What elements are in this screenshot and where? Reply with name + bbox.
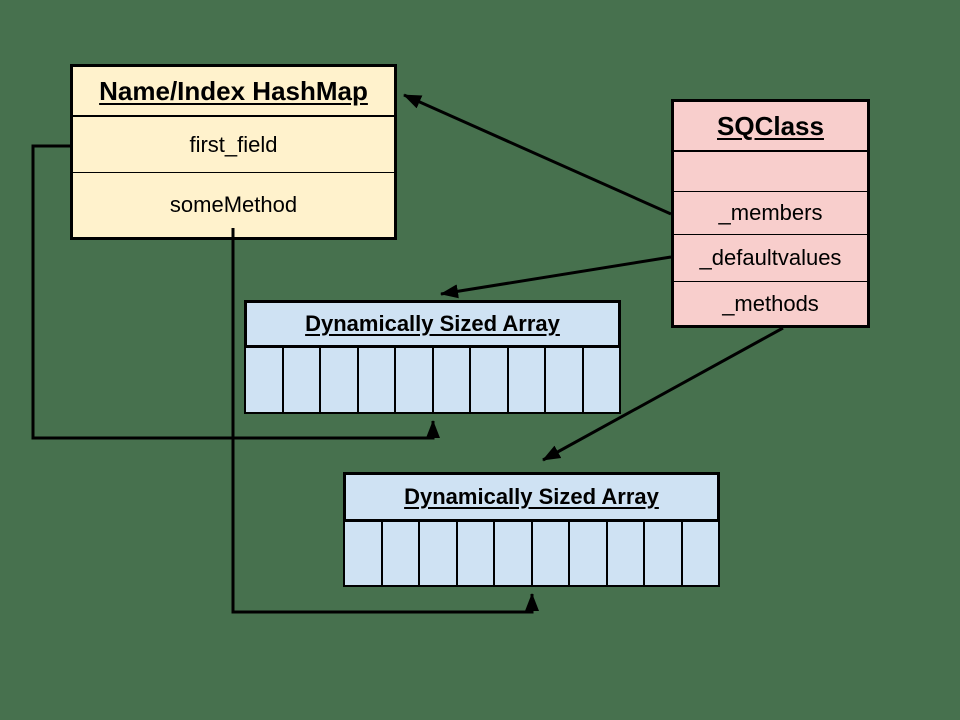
array-cell <box>420 522 458 585</box>
hashmap-title: Name/Index HashMap <box>73 67 394 117</box>
array-cell <box>359 348 396 412</box>
sqclass-row-empty <box>674 152 867 192</box>
sqclass-row-methods: _methods <box>722 290 819 316</box>
array-cell <box>471 348 509 412</box>
sqclass-class-box: SQClass _members _defaultvalues _methods <box>671 99 870 328</box>
dynamic-array-box-2: Dynamically Sized Array <box>343 472 720 587</box>
array-cell <box>396 348 434 412</box>
array-cell <box>533 522 570 585</box>
array-cell <box>434 348 471 412</box>
sqclass-title: SQClass <box>674 102 867 152</box>
hashmap-class-box: Name/Index HashMap first_field someMetho… <box>70 64 397 240</box>
hashmap-row-first-field: first_field <box>73 117 394 173</box>
sqclass-row-defaultvalues: _defaultvalues <box>674 235 867 282</box>
array-cell <box>246 348 284 412</box>
array-cell <box>683 522 719 585</box>
dynamic-array-2-title: Dynamically Sized Array <box>343 472 720 522</box>
array-cell <box>284 348 321 412</box>
array-cell <box>345 522 383 585</box>
dynamic-array-box-1: Dynamically Sized Array <box>244 300 621 414</box>
array-cell <box>645 522 683 585</box>
dynamic-array-1-cells <box>244 348 621 414</box>
array-cell <box>570 522 608 585</box>
array-cell <box>495 522 533 585</box>
array-cell <box>608 522 645 585</box>
array-cell <box>383 522 420 585</box>
array-cell <box>458 522 495 585</box>
hashmap-row-somemethod: someMethod <box>169 192 298 217</box>
array-cell <box>546 348 584 412</box>
array-cell <box>321 348 359 412</box>
array-cell <box>584 348 620 412</box>
dynamic-array-1-title: Dynamically Sized Array <box>244 300 621 348</box>
sqclass-row-members: _members <box>674 192 867 235</box>
array-cell <box>509 348 546 412</box>
arrow-sqclass-to-array1 <box>440 255 672 299</box>
dynamic-array-2-cells <box>343 522 720 587</box>
arrow-sqclass-to-hashmap <box>403 93 672 216</box>
